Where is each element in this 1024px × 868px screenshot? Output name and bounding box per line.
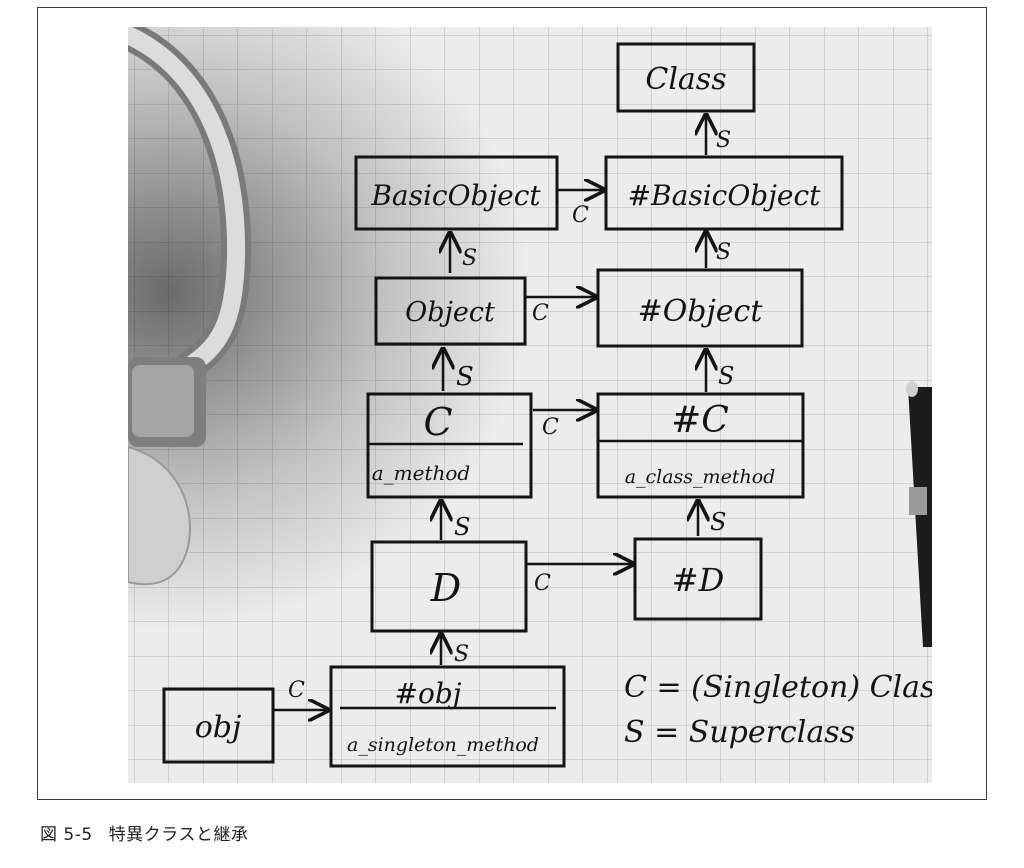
svg-text:a_singleton_method: a_singleton_method bbox=[347, 734, 539, 756]
svg-text:C: C bbox=[423, 400, 452, 444]
svg-text:S: S bbox=[710, 508, 726, 536]
svg-text:D: D bbox=[430, 566, 461, 610]
svg-text:BasicObject: BasicObject bbox=[370, 179, 541, 212]
cable-object bbox=[128, 27, 252, 586]
node-class: Class bbox=[616, 42, 756, 113]
svg-text:S: S bbox=[454, 513, 470, 541]
edge-superclass-arrows: S S S S S S S S bbox=[441, 115, 734, 667]
svg-text:C: C bbox=[572, 203, 589, 228]
caption-number: 図 5-5 bbox=[40, 825, 93, 845]
svg-text:a_method: a_method bbox=[372, 461, 471, 485]
pen-object bbox=[906, 381, 932, 647]
node-object: Object bbox=[374, 276, 527, 346]
node-c: C a_method bbox=[366, 392, 533, 499]
svg-text:#obj: #obj bbox=[395, 677, 462, 710]
svg-text:C: C bbox=[288, 678, 305, 703]
svg-text:obj: obj bbox=[195, 710, 242, 745]
node-obj: obj bbox=[162, 687, 275, 764]
svg-text:S: S bbox=[718, 362, 734, 390]
diagram-photo: Class BasicObject #BasicObject Object #O… bbox=[128, 27, 932, 783]
svg-text:S: S bbox=[462, 246, 477, 271]
svg-text:Object: Object bbox=[405, 297, 495, 328]
svg-text:C: C bbox=[542, 415, 559, 440]
svg-text:#C: #C bbox=[671, 400, 729, 441]
svg-text:C: C bbox=[532, 301, 549, 326]
node-meta-c: #C a_class_method bbox=[596, 392, 805, 499]
svg-text:a_class_method: a_class_method bbox=[625, 466, 776, 488]
svg-text:S: S bbox=[716, 240, 731, 265]
node-meta-obj: #obj a_singleton_method bbox=[329, 665, 566, 768]
edge-class-arrows: C C C C C bbox=[274, 190, 633, 710]
svg-text:#BasicObject: #BasicObject bbox=[628, 179, 822, 212]
node-meta-d: #D bbox=[633, 537, 763, 621]
legend-line-1: C = (Singleton) Class bbox=[624, 670, 932, 705]
node-meta-object: #Object bbox=[596, 268, 804, 348]
legend-line-2: S = Superclass bbox=[624, 715, 855, 750]
figure-caption: 図 5-5 特異クラスと継承 bbox=[40, 820, 264, 845]
legend: C = (Singleton) Class S = Superclass bbox=[624, 670, 932, 750]
svg-text:Class: Class bbox=[645, 62, 726, 97]
svg-text:S: S bbox=[454, 642, 469, 667]
svg-text:S: S bbox=[716, 128, 731, 153]
svg-text:C: C bbox=[534, 571, 551, 596]
svg-text:#Object: #Object bbox=[638, 294, 764, 329]
node-d: D bbox=[370, 540, 528, 633]
caption-text: 特異クラスと継承 bbox=[108, 825, 249, 845]
svg-text:#D: #D bbox=[672, 561, 724, 599]
node-basic-object: BasicObject bbox=[354, 155, 559, 231]
svg-text:S: S bbox=[456, 362, 474, 392]
